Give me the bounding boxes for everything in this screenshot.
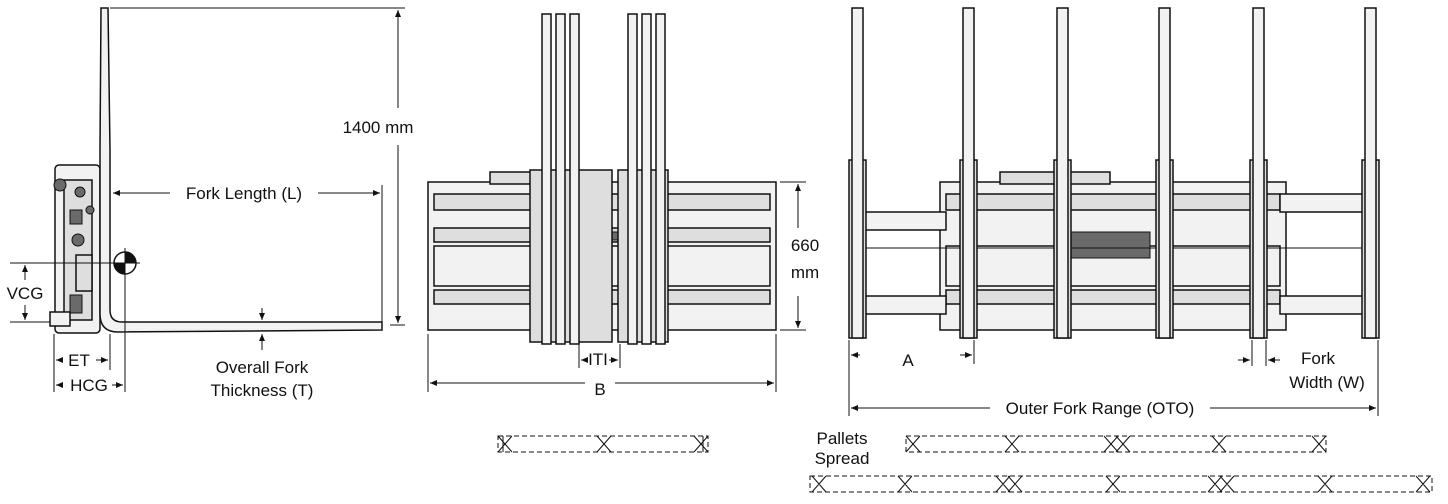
fork-side (99, 7, 383, 333)
fork-upright-narrow-1 (541, 13, 552, 345)
fork-upright-narrow-6 (655, 13, 666, 345)
hcg-label: HCG (70, 376, 108, 395)
front-view-narrow: 660 mm ITI B (427, 13, 819, 399)
fork-upright-narrow-3 (569, 13, 580, 345)
fork-upright-wide-5 (1252, 7, 1265, 339)
fork-width-label-2: Width (W) (1289, 373, 1365, 392)
side-view: 1400 mm Fork Length (L) VCG ET HCG Overa… (7, 7, 414, 400)
fork-upright-narrow-4 (627, 13, 638, 345)
height-mm-label: mm (791, 263, 819, 282)
fork-upright-wide-6 (1364, 7, 1377, 339)
pallet-row-narrow (497, 435, 709, 453)
a-label: A (902, 351, 914, 370)
b-label: B (594, 380, 605, 399)
et-label: ET (68, 351, 90, 370)
pallets: Pallets Spread (497, 429, 1433, 493)
oto-label: Outer Fork Range (OTO) (1006, 399, 1195, 418)
pallets-label-1: Pallets (816, 429, 867, 448)
pallet-row-long (809, 475, 1433, 493)
fork-length-label: Fork Length (L) (186, 184, 302, 203)
pallet-row-spread (905, 435, 1327, 453)
iti-label: ITI (588, 350, 608, 369)
fork-upright-narrow-5 (641, 13, 652, 345)
fork-upright-wide-3 (1056, 7, 1069, 339)
pallets-label-2: Spread (815, 449, 870, 468)
front-view-wide: A Fork Width (W) Outer Fork Range (OTO) (848, 7, 1380, 418)
fork-upright-narrow-2 (555, 13, 566, 345)
hook-upper (53, 178, 67, 192)
fork-thickness-label-1: Overall Fork (216, 358, 309, 377)
fork-uprights-wide (848, 7, 1380, 339)
vcg-label: VCG (7, 284, 44, 303)
fork-upright-wide-4 (1158, 7, 1171, 339)
height-660-label: 660 (791, 236, 819, 255)
center-of-gravity-icon (110, 248, 140, 278)
height-1400-label: 1400 mm (343, 118, 414, 137)
fork-width-label-1: Fork (1301, 349, 1336, 368)
fork-upright-wide-2 (962, 7, 975, 339)
fork-upright-wide-1 (851, 7, 864, 339)
fork-thickness-label-2: Thickness (T) (211, 381, 314, 400)
hook-lower (49, 311, 71, 327)
